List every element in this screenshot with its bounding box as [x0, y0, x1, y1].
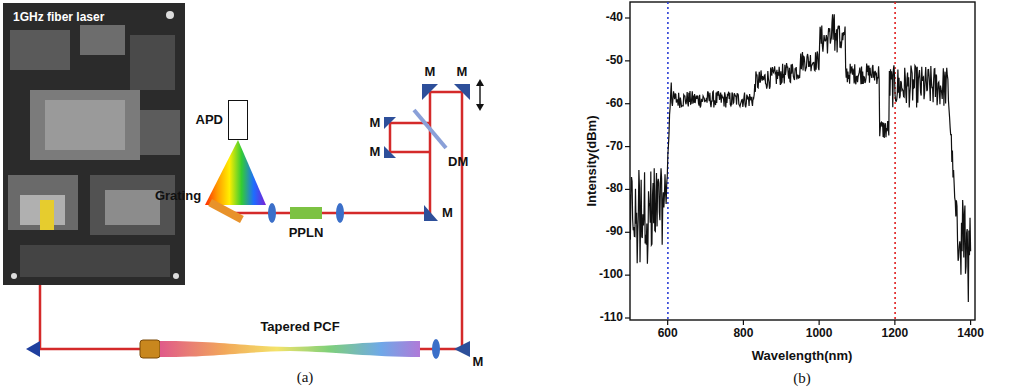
panel-label: (a)	[297, 369, 314, 386]
laser-photo-panel: 1GHz fiber laser	[3, 3, 185, 285]
panel-label: (b)	[793, 370, 811, 387]
tick-label: -110	[600, 311, 623, 324]
dichroic-mirror	[414, 110, 446, 148]
component-label: M	[370, 116, 381, 130]
apd-detector: APD	[228, 100, 248, 140]
tick-label: -50	[606, 54, 623, 67]
tick-label: -60	[606, 97, 623, 110]
tick-label: -90	[606, 226, 623, 239]
beam-path	[40, 92, 462, 349]
component-label: M	[425, 65, 436, 79]
turning-mirror	[26, 341, 40, 357]
axis-title: Wavelength(nm)	[752, 349, 853, 363]
node-title: 1GHz fiber laser	[13, 11, 175, 24]
component-label: DM	[448, 155, 468, 169]
component-label: PPLN	[289, 226, 324, 240]
axis-title: Intensity(dBm)	[585, 116, 599, 207]
tick-label: -40	[606, 11, 623, 24]
tick-label: -100	[599, 269, 623, 282]
component-label: Tapered PCF	[260, 320, 339, 334]
component-label: M	[442, 206, 453, 220]
spectrum-curve	[630, 14, 971, 302]
fiber-collimator	[140, 340, 160, 358]
component-label: M	[370, 145, 381, 159]
component-label: M	[457, 65, 468, 79]
ppln-crystal	[290, 207, 322, 219]
component-label: Grating	[155, 189, 201, 203]
node-heading: APD	[196, 113, 223, 127]
grating	[208, 199, 244, 223]
tick-label: -80	[606, 183, 623, 196]
component-label: M	[473, 355, 484, 369]
tick-label: 1000	[806, 327, 833, 340]
translation-arrow	[476, 79, 484, 111]
laser-photo	[3, 3, 185, 285]
tick-label: 800	[733, 327, 753, 340]
spectrum-chart	[625, 2, 975, 325]
tick-label: 1400	[957, 327, 984, 340]
tick-label: -70	[606, 140, 623, 153]
lens	[268, 203, 276, 223]
tick-label: 1200	[882, 327, 909, 340]
dispersed-fan	[205, 140, 266, 205]
tapered-pcf	[160, 341, 420, 357]
tick-label: 600	[658, 327, 678, 340]
lens	[432, 339, 440, 359]
lens	[336, 203, 344, 223]
mirror-symbols	[384, 84, 470, 357]
